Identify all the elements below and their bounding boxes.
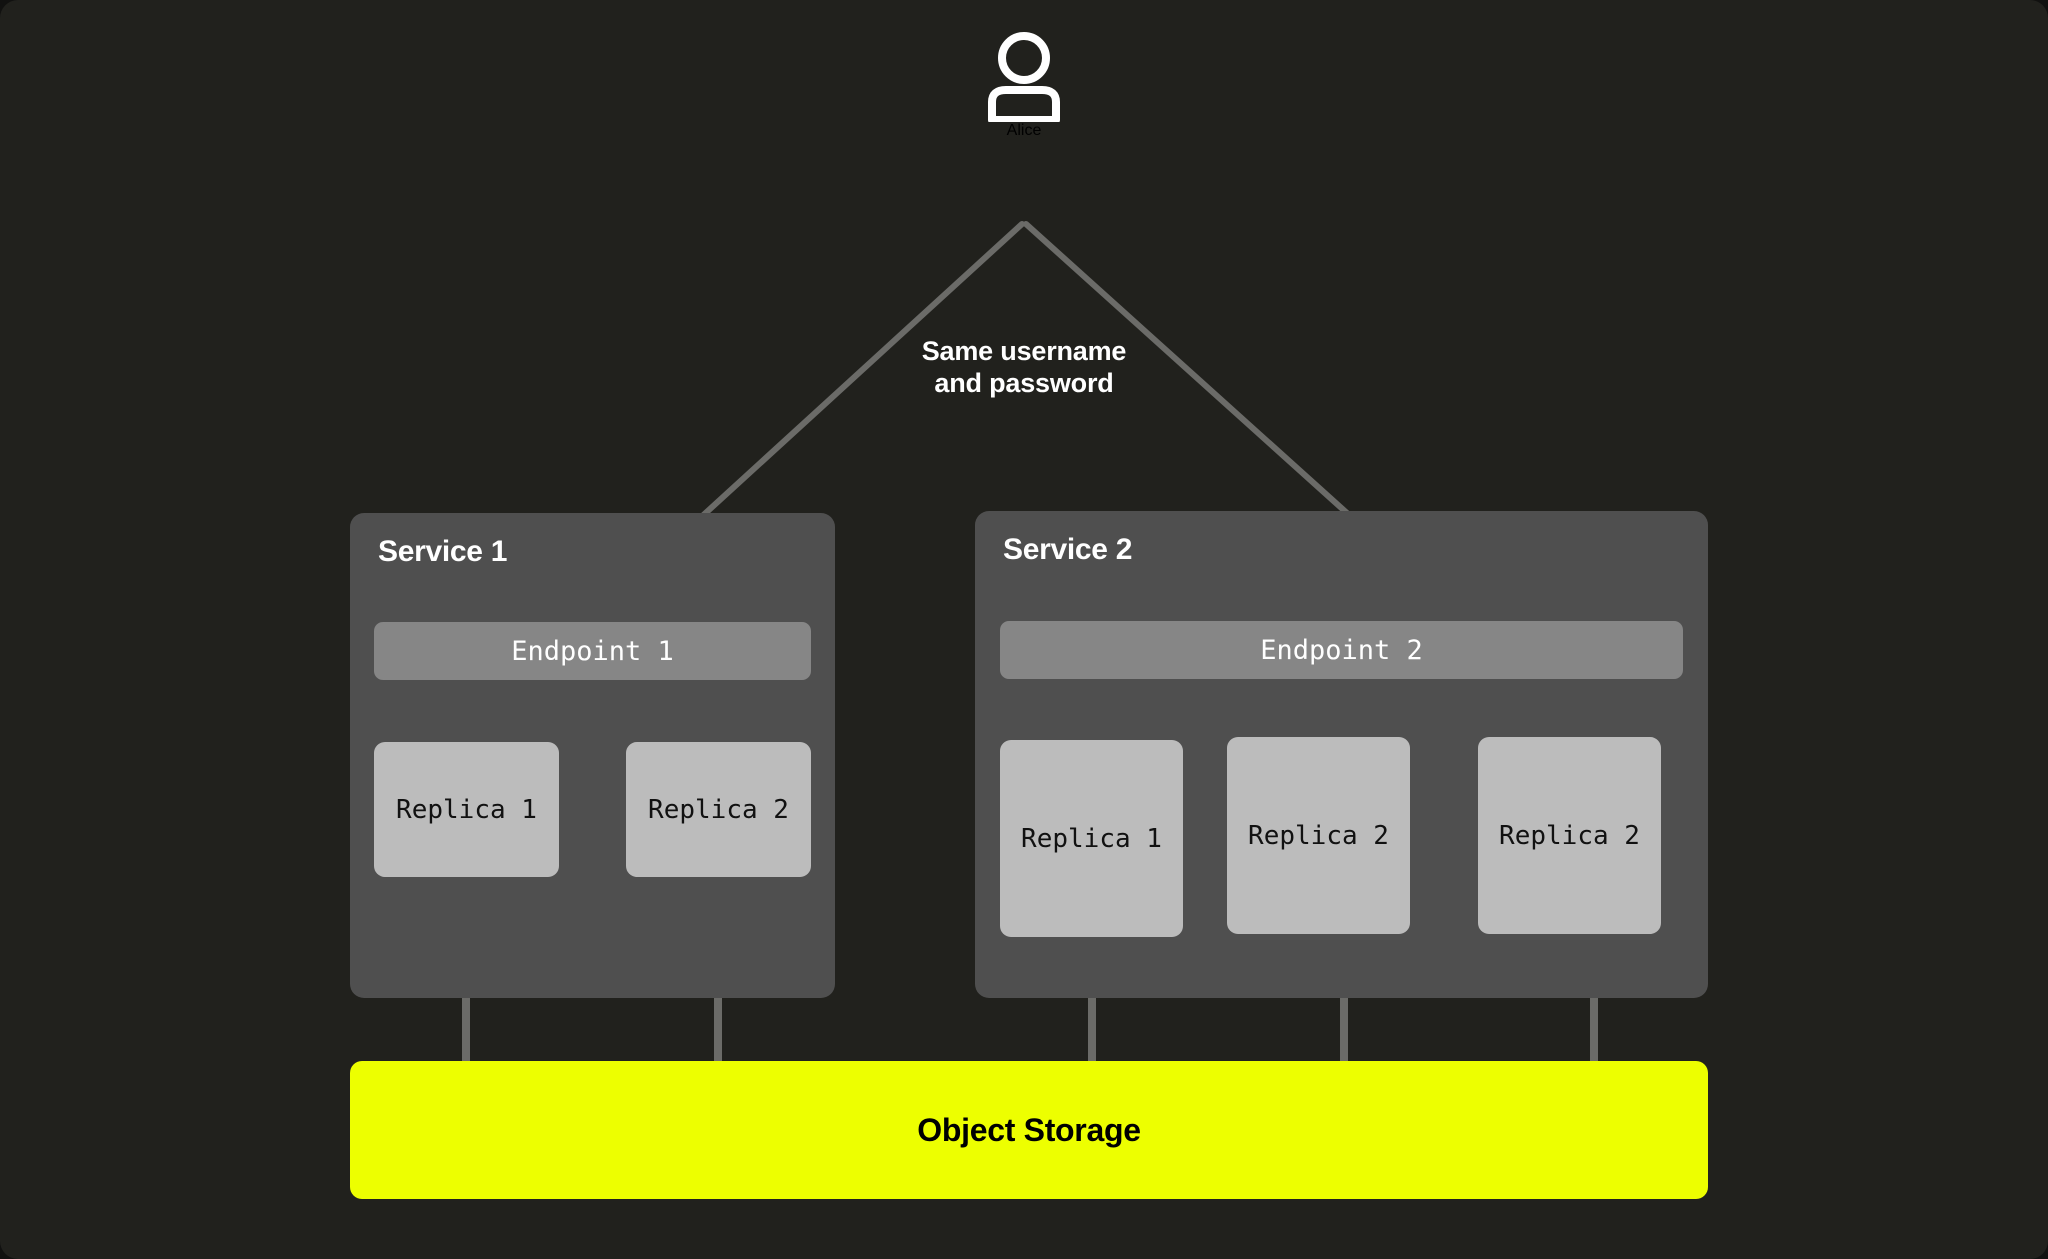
service-1-replica-1[interactable]: Replica 1 — [374, 742, 559, 877]
endpoint-1[interactable]: Endpoint 1 — [374, 622, 811, 680]
edge-caption-line-1: Same username — [921, 336, 1127, 366]
object-storage-label: Object Storage — [917, 1111, 1141, 1148]
endpoint-2[interactable]: Endpoint 2 — [1000, 621, 1683, 679]
service-2-title: Service 2 — [1003, 533, 1133, 566]
service-panel-1[interactable]: Service 1 Endpoint 1 Replica 1 Replica 2 — [350, 513, 835, 998]
edge-caption: Same username and password — [824, 336, 1224, 400]
service-1-title: Service 1 — [378, 535, 508, 568]
edge-caption-line-2: and password — [934, 367, 1114, 398]
user-icon — [988, 32, 1060, 122]
service-1-replica-2[interactable]: Replica 2 — [626, 742, 811, 877]
service-2-replica-2[interactable]: Replica 2 — [1227, 737, 1410, 934]
service-panel-2[interactable]: Service 2 Endpoint 2 Replica 1 Replica 2… — [975, 511, 1708, 998]
service-2-replica-3[interactable]: Replica 2 — [1478, 737, 1661, 934]
actor-alice: Alice — [0, 30, 2048, 140]
actor-label: Alice — [1006, 122, 1042, 139]
service-2-replica-1[interactable]: Replica 1 — [1000, 740, 1183, 937]
object-storage-bar[interactable]: Object Storage — [350, 1061, 1708, 1199]
